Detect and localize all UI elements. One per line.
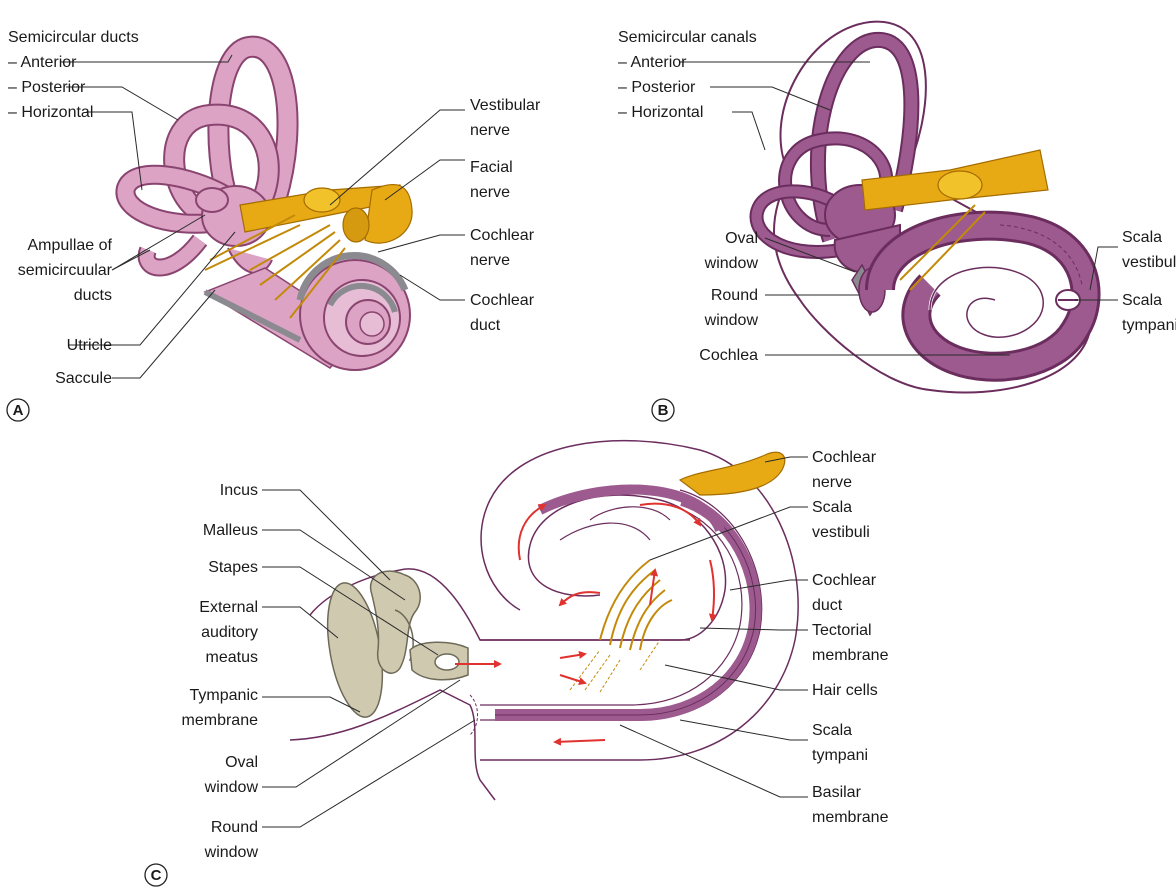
label-tectorial-membrane-line1: Tectorial [812, 622, 872, 639]
label-malleus: Malleus [203, 522, 258, 539]
label-external-auditory-meatus-line1: External [199, 599, 258, 616]
label-scala-tympani-c-line1: Scala [812, 722, 852, 739]
label-round-window-b-line1: Round [711, 287, 758, 304]
label-cochlear-nerve-c-line1: Cochlear [812, 449, 877, 466]
label-cochlear-nerve-c-line2: nerve [812, 474, 852, 491]
label-vestibular-nerve-line2: nerve [470, 122, 510, 139]
label-semicircular-ducts: Semicircular ducts [8, 29, 139, 46]
label-cochlear-duct-c-line1: Cochlear [812, 572, 877, 589]
label-posterior-duct: – Posterior [8, 79, 86, 96]
label-scala-vestibuli-b-line2: vestibuli [1122, 254, 1176, 271]
label-cochlear-nerve-a-line2: nerve [470, 252, 510, 269]
panel-b-illustration [757, 22, 1093, 393]
label-tympanic-membrane-line1: Tympanic [190, 687, 258, 704]
label-scala-vestibuli-c-line1: Scala [812, 499, 852, 516]
label-horizontal-canal: – Horizontal [618, 104, 703, 121]
label-anterior-canal: – Anterior [618, 54, 687, 71]
label-oval-window-c-line2: window [204, 779, 259, 796]
label-scala-tympani-c-line2: tympani [812, 747, 868, 764]
label-horizontal-duct: – Horizontal [8, 104, 93, 121]
label-stapes: Stapes [208, 559, 258, 576]
label-ampullae-line1: Ampullae of [28, 237, 113, 254]
label-scala-vestibuli-b-line1: Scala [1122, 229, 1162, 246]
label-semicircular-canals: Semicircular canals [618, 29, 757, 46]
label-tympanic-membrane-line2: membrane [182, 712, 259, 729]
label-oval-window-b-line2: window [704, 255, 759, 272]
label-facial-nerve-line1: Facial [470, 159, 513, 176]
label-tectorial-membrane-line2: membrane [812, 647, 889, 664]
label-oval-window-b-line1: Oval [725, 230, 758, 247]
label-cochlear-nerve-a-line1: Cochlear [470, 227, 535, 244]
label-facial-nerve-line2: nerve [470, 184, 510, 201]
label-ampullae-line2: semicircuular [18, 262, 113, 279]
label-round-window-c-line2: window [204, 844, 259, 861]
label-basilar-membrane-line1: Basilar [812, 784, 862, 801]
label-basilar-membrane-line2: membrane [812, 809, 889, 826]
label-hair-cells: Hair cells [812, 682, 878, 699]
label-incus: Incus [220, 482, 258, 499]
label-cochlea: Cochlea [699, 347, 758, 364]
label-round-window-c-line1: Round [211, 819, 258, 836]
panel-a-letter: A [13, 402, 24, 419]
label-vestibular-nerve-line1: Vestibular [470, 97, 541, 114]
panel-c-illustration [290, 441, 798, 800]
label-scala-tympani-b-line1: Scala [1122, 292, 1162, 309]
label-ampullae-line3: ducts [74, 287, 112, 304]
label-utricle: Utricle [67, 337, 112, 354]
panel-a-illustration [125, 47, 412, 370]
label-oval-window-c-line1: Oval [225, 754, 258, 771]
label-external-auditory-meatus-line3: meatus [206, 649, 258, 666]
label-scala-tympani-b-line2: tympani [1122, 317, 1176, 334]
label-scala-vestibuli-c-line2: vestibuli [812, 524, 870, 541]
panel-c-letter: C [151, 867, 162, 884]
label-external-auditory-meatus-line2: auditory [201, 624, 258, 641]
label-posterior-canal: – Posterior [618, 79, 696, 96]
label-cochlear-duct-a-line1: Cochlear [470, 292, 535, 309]
label-round-window-b-line2: window [704, 312, 759, 329]
label-cochlear-duct-a-line2: duct [470, 317, 501, 334]
label-anterior-duct: – Anterior [8, 54, 77, 71]
panel-b-letter: B [658, 402, 669, 419]
label-cochlear-duct-c-line2: duct [812, 597, 843, 614]
label-saccule: Saccule [55, 370, 112, 387]
